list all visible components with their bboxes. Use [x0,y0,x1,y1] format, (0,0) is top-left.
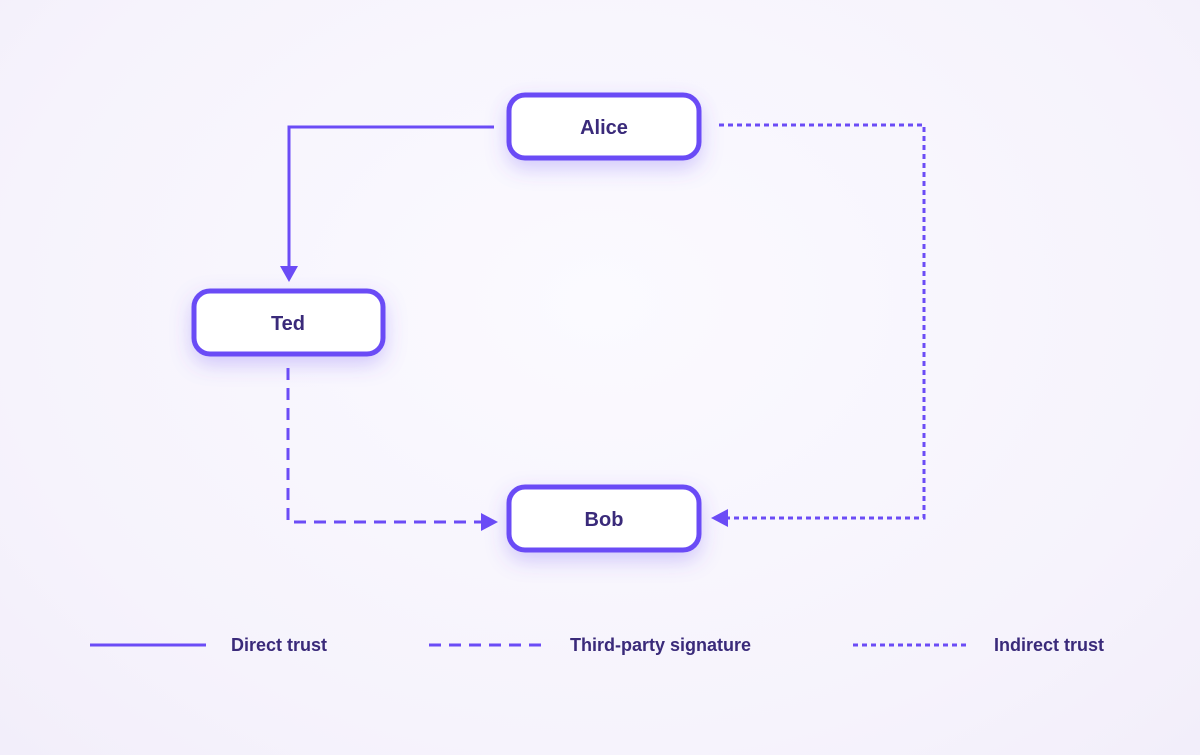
legend: Direct trust Third-party signature Indir… [90,635,1104,655]
legend-item-indirect: Indirect trust [853,635,1104,655]
legend-item-direct: Direct trust [90,635,327,655]
node-ted[interactable]: Ted [191,288,386,357]
legend-label-direct: Direct trust [231,635,327,655]
node-alice-label: Alice [580,117,628,139]
node-bob[interactable]: Bob [506,484,702,553]
arrowhead-bob-left [481,513,498,531]
legend-label-indirect: Indirect trust [994,635,1104,655]
edge-alice-ted-direct [287,125,494,268]
arrowhead-ted [280,266,298,282]
arrowhead-bob-right [711,509,728,527]
node-ted-label: Ted [271,313,305,335]
edge-ted-bob-signature [286,368,482,524]
node-bob-label: Bob [585,509,624,531]
legend-item-third-party: Third-party signature [429,635,751,655]
node-alice[interactable]: Alice [506,92,702,161]
edge-alice-bob-indirect [719,123,926,520]
legend-label-third-party: Third-party signature [570,635,751,655]
